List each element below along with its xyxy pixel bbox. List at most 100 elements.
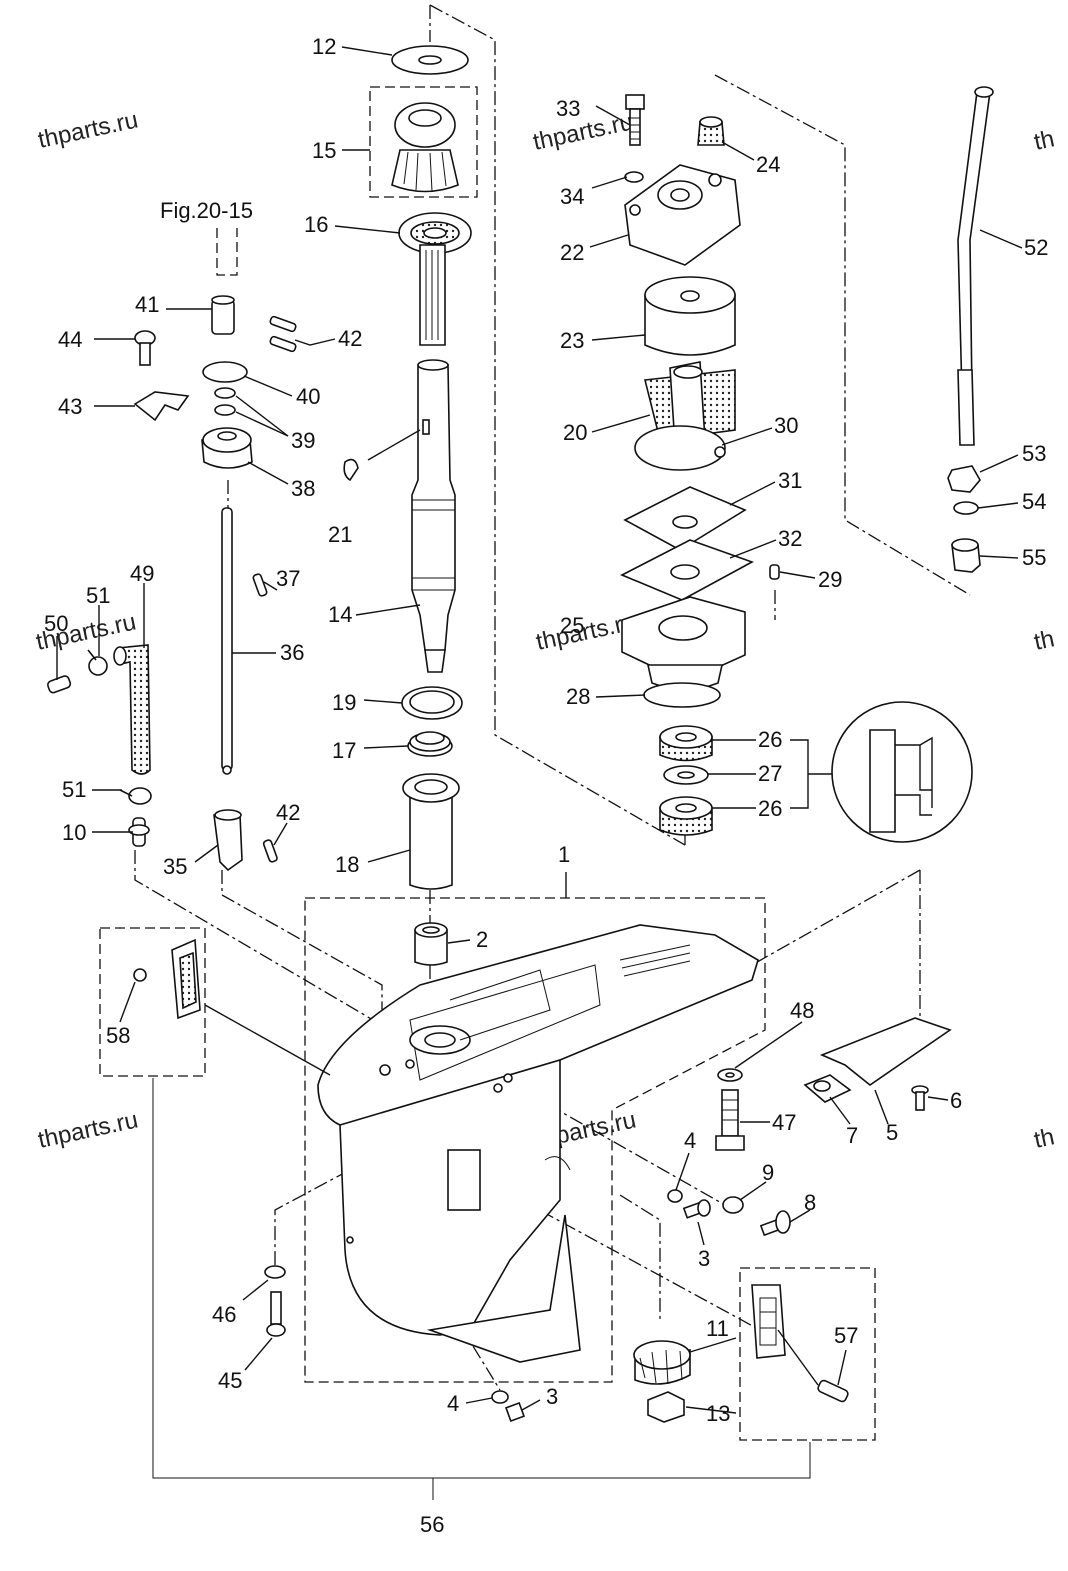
callout-3-lower: 3 bbox=[546, 1384, 558, 1409]
clamp-7 bbox=[803, 1074, 852, 1103]
screw-3-upper bbox=[682, 1199, 711, 1219]
insert-cartridge-23 bbox=[644, 276, 736, 356]
callout-32: 32 bbox=[778, 526, 802, 551]
assembly-lines bbox=[134, 4, 971, 1391]
fig-20-15-ref-shaft bbox=[216, 228, 238, 276]
nut-13 bbox=[647, 1391, 685, 1423]
o-ring-28 bbox=[643, 682, 721, 708]
bearing-16 bbox=[398, 212, 472, 254]
clip-51-lower bbox=[119, 787, 152, 805]
callout-16: 16 bbox=[304, 212, 328, 237]
callout-labels: Fig.20-15 12 15 16 21 14 19 17 18 2 1 33… bbox=[44, 34, 1048, 1537]
callout-13: 13 bbox=[706, 1401, 730, 1426]
washer-9 bbox=[722, 1196, 744, 1214]
callout-22: 22 bbox=[560, 240, 584, 265]
washer-4-upper bbox=[667, 1189, 683, 1203]
drive-shaft-14 bbox=[411, 244, 456, 673]
screw-3-lower bbox=[505, 1402, 525, 1422]
washer-46 bbox=[264, 1265, 286, 1279]
callout-29: 29 bbox=[818, 567, 842, 592]
callout-43: 43 bbox=[58, 394, 82, 419]
shim-17 bbox=[407, 731, 453, 757]
clip-51-upper bbox=[87, 649, 108, 676]
outer-plate-31 bbox=[623, 486, 747, 551]
callout-8: 8 bbox=[804, 1190, 816, 1215]
anode-58 bbox=[133, 938, 201, 1020]
callout-9: 9 bbox=[762, 1160, 774, 1185]
washer-34 bbox=[624, 171, 644, 183]
seal-orientation-detail bbox=[831, 701, 973, 843]
callout-17: 17 bbox=[332, 738, 356, 763]
shift-rod-36 bbox=[221, 507, 233, 775]
callout-38: 38 bbox=[291, 476, 315, 501]
washer-48 bbox=[717, 1068, 743, 1082]
pump-housing-22 bbox=[624, 164, 741, 266]
grommet-38 bbox=[201, 427, 253, 469]
woodruff-key-21 bbox=[343, 458, 359, 482]
callout-54: 54 bbox=[1022, 489, 1046, 514]
callout-44: 44 bbox=[58, 327, 82, 352]
o-ring-39-upper bbox=[214, 387, 236, 399]
callout-7: 7 bbox=[846, 1123, 858, 1148]
gasket-30 bbox=[634, 425, 726, 471]
callout-31: 31 bbox=[778, 468, 802, 493]
watermark-1: thparts.ru bbox=[36, 106, 141, 153]
pinion-assembly-15 bbox=[391, 102, 459, 193]
pin-42-lower bbox=[262, 839, 278, 863]
callout-53: 53 bbox=[1022, 441, 1046, 466]
callout-21: 21 bbox=[328, 522, 352, 547]
pump-case-25 bbox=[621, 596, 746, 691]
callout-25: 25 bbox=[560, 613, 584, 638]
plate-5 bbox=[819, 1017, 952, 1086]
bolt-45 bbox=[266, 1291, 286, 1337]
bolt-47 bbox=[715, 1089, 745, 1151]
hose-49 bbox=[113, 644, 151, 775]
callout-47: 47 bbox=[772, 1110, 796, 1135]
callout-51-upper: 51 bbox=[86, 583, 110, 608]
washer-54 bbox=[953, 501, 979, 515]
callout-26-upper: 26 bbox=[758, 727, 782, 752]
watermark-5: thparts.ru bbox=[36, 1106, 141, 1153]
ring-19 bbox=[401, 686, 463, 720]
callout-56: 56 bbox=[420, 1512, 444, 1537]
callout-34: 34 bbox=[560, 184, 584, 209]
callout-5: 5 bbox=[886, 1120, 898, 1145]
callout-12: 12 bbox=[312, 34, 336, 59]
screw-6 bbox=[911, 1085, 929, 1111]
callout-4-upper: 4 bbox=[684, 1128, 696, 1153]
callout-10: 10 bbox=[62, 820, 86, 845]
nipple-50 bbox=[46, 675, 72, 694]
grommet-24 bbox=[697, 116, 725, 146]
callout-42-upper: 42 bbox=[338, 326, 362, 351]
o-ring-39-lower bbox=[214, 404, 236, 416]
callout-24: 24 bbox=[756, 152, 780, 177]
callout-50: 50 bbox=[44, 611, 68, 636]
callout-51-lower: 51 bbox=[62, 777, 86, 802]
pin-29 bbox=[769, 564, 780, 580]
water-tube-52 bbox=[957, 86, 994, 446]
pinion-gear-11 bbox=[633, 1340, 691, 1385]
callout-3-upper: 3 bbox=[698, 1246, 710, 1271]
watermark-edge-2: th bbox=[1032, 625, 1057, 656]
callout-39: 39 bbox=[291, 428, 315, 453]
callout-2: 2 bbox=[476, 927, 488, 952]
callout-6: 6 bbox=[950, 1088, 962, 1113]
leader-lines bbox=[56, 46, 1023, 1414]
washer-12 bbox=[391, 45, 469, 75]
callout-15: 15 bbox=[312, 138, 336, 163]
callout-33: 33 bbox=[556, 96, 580, 121]
watermark-edge-3: th bbox=[1032, 1123, 1057, 1154]
callout-35: 35 bbox=[163, 854, 187, 879]
callout-41: 41 bbox=[135, 292, 159, 317]
callout-55: 55 bbox=[1022, 545, 1046, 570]
lower-casing-1 bbox=[317, 924, 759, 1363]
callout-18: 18 bbox=[335, 852, 359, 877]
callout-57: 57 bbox=[834, 1323, 858, 1348]
callout-58: 58 bbox=[106, 1023, 130, 1048]
oil-seal-26-lower bbox=[659, 796, 713, 836]
bushing-2 bbox=[414, 922, 448, 966]
pin-37 bbox=[252, 573, 268, 597]
callout-1: 1 bbox=[558, 842, 570, 867]
callout-27: 27 bbox=[758, 761, 782, 786]
callout-40: 40 bbox=[296, 384, 320, 409]
